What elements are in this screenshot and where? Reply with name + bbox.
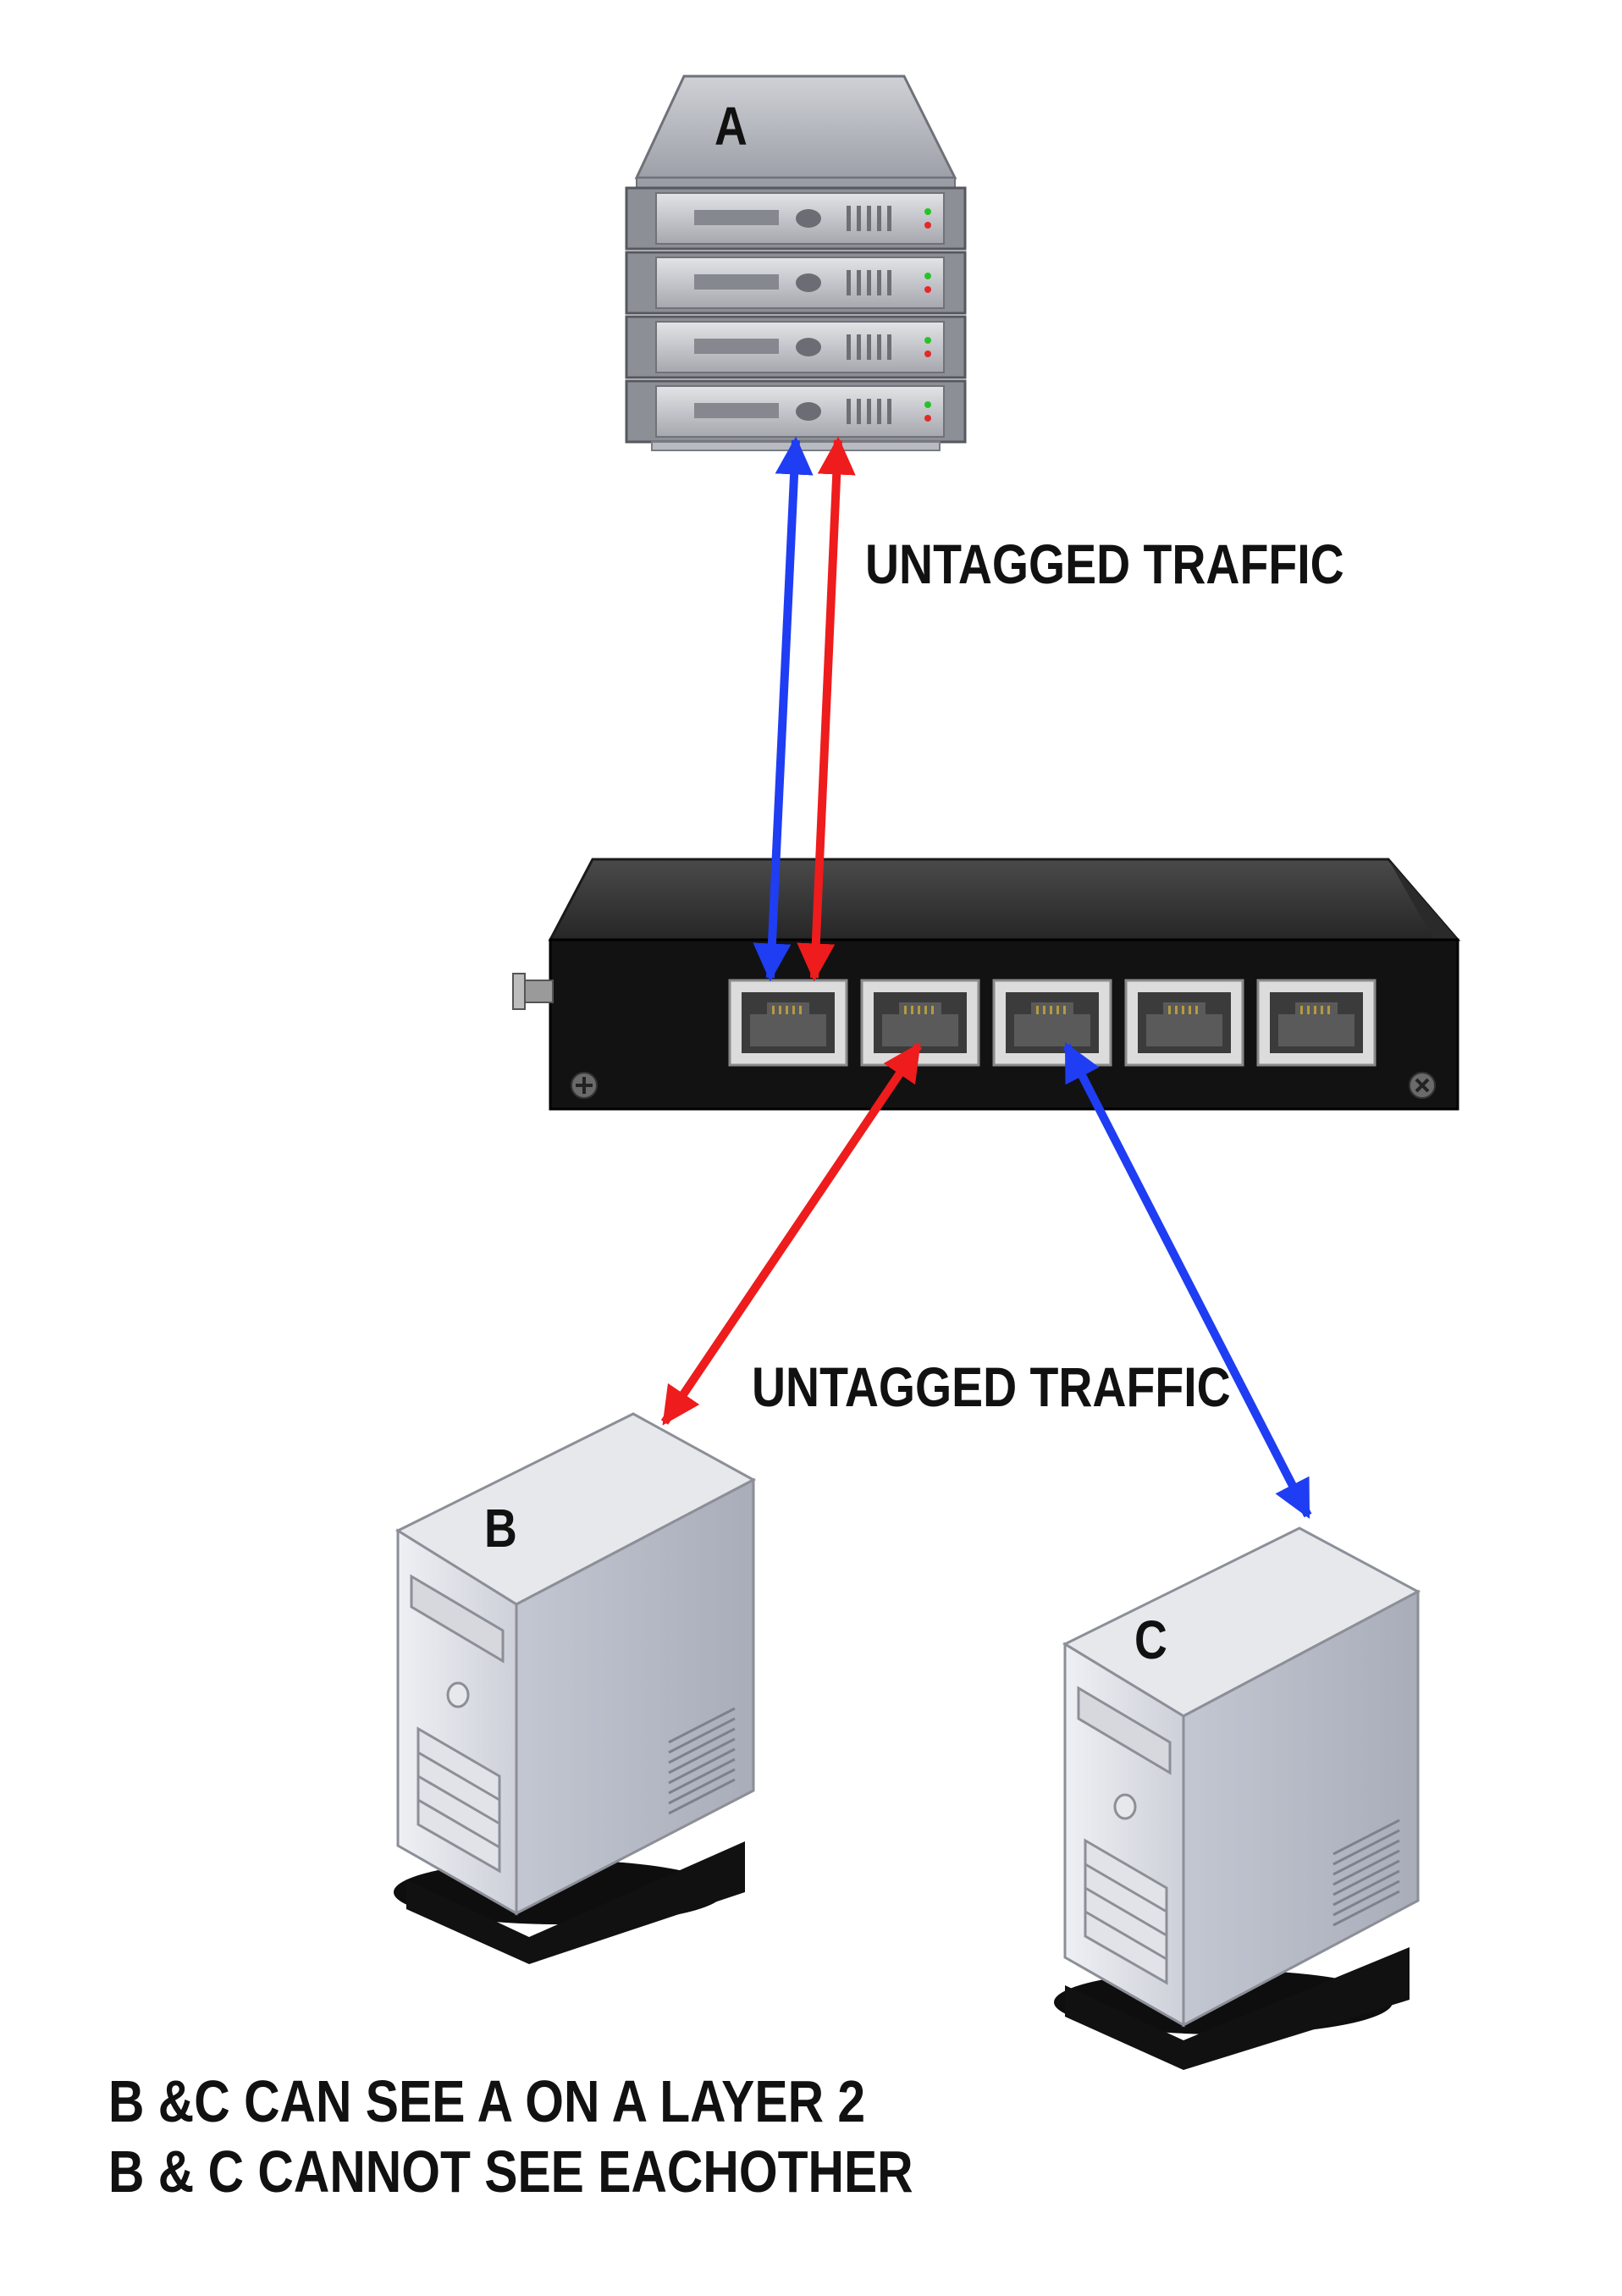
screw-icon: [1409, 1072, 1436, 1099]
untagged-traffic-label-bottom: UNTAGGED TRAFFIC: [752, 1355, 1231, 1418]
node-b-label: B: [484, 1498, 517, 1559]
node-a-label: A: [714, 96, 748, 157]
server-a-rack: [625, 75, 967, 451]
ethernet-port-3: [992, 979, 1112, 1067]
red-traffic-arrow-a-to-switch: [797, 436, 856, 982]
untagged-traffic-label-top: UNTAGGED TRAFFIC: [865, 533, 1344, 595]
ethernet-port-5: [1256, 979, 1376, 1067]
rack-unit: [625, 315, 967, 379]
server-b-tower: [394, 1412, 757, 1964]
ethernet-port-1: [728, 979, 848, 1067]
ethernet-port-2: [860, 979, 980, 1067]
network-switch: [512, 858, 1461, 1111]
note-line-1: B &C CAN SEE A ON A LAYER 2: [108, 2068, 866, 2134]
screw-icon: [571, 1072, 598, 1099]
rack-unit: [625, 379, 967, 444]
blue-traffic-arrow-a-to-switch: [753, 436, 814, 982]
rack-unit: [625, 186, 967, 251]
node-c-label: C: [1134, 1609, 1167, 1670]
red-traffic-arrow-switch-to-b: [660, 1042, 923, 1426]
rack-unit: [625, 251, 967, 315]
note-line-2: B & C CANNOT SEE EACHOTHER: [108, 2139, 913, 2205]
blue-traffic-arrow-switch-to-c: [1062, 1041, 1312, 1520]
server-c-tower: [1054, 1526, 1421, 2070]
ethernet-port-4: [1124, 979, 1244, 1067]
